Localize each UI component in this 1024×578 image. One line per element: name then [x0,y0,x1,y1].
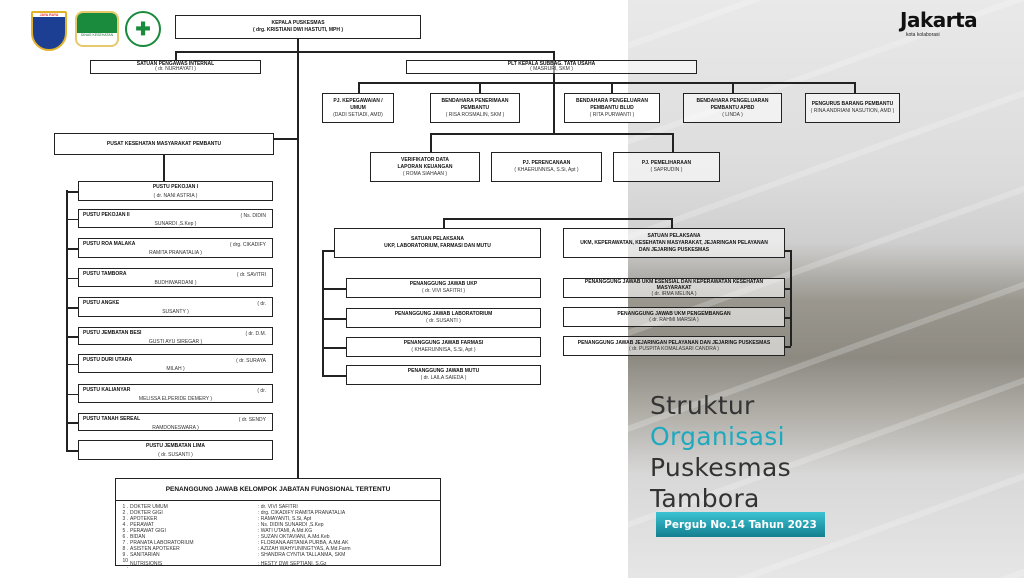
plt-tata-usaha-box: PLT KEPALA SUBBAG. TATA USAHA( MASRURI, … [406,60,697,74]
regulation-badge: Pergub No.14 Tahun 2023 [656,512,825,537]
tu-unit-box: PENGURUS BARANG PEMBANTU( RINA ANDRIANI … [805,93,900,123]
dki-jakarta-logo: JAYA RAYA [31,11,67,51]
table-row: 7 .PRANATA LABORATORIUM: FLORIANA ARTANI… [122,540,349,546]
dinas-kesehatan-logo: DINAS KESEHATAN [75,11,119,47]
kepala-puskesmas-box: KEPALA PUSKESMAS( drg. KRISTIANI DWI HAS… [175,15,421,39]
pj-ukp-box: PENANGGUNG JAWAB FARMASI( KHAERUNNISA, S… [346,337,541,357]
table-row: 4 .PERAWAT: Ns. DIDIN SUNARDI ,S.Kep [122,522,324,528]
tu-unit-box: PJ. KEPEGAWAIAN / UMUM(DADI SETIADI, AMD… [322,93,394,123]
heading-line4: Tambora [650,484,760,513]
heading-line1: Struktur [650,391,755,420]
table-row: 3 .APOTEKER: RAMAYANTI, S.Si, Apt [122,516,312,522]
pustu-box: PUSTU JEMBATAN BESI( dr. D.M.GUSTI AYU S… [78,327,273,345]
puskesmas-pembantu-box: PUSAT KESEHATAN MASYARAKAT PEMBANTU [54,133,274,155]
table-row: 10 .NUTRISIONIS: HESTY DWI SEPTIANI, S.G… [122,558,327,570]
pustu-box: PUSTU PEKOJAN I( dr. NANI ASTRIA ) [78,181,273,201]
pj-ukm-box: PENANGGUNG JAWAB UKM PENGEMBANGAN( dr. R… [563,307,785,327]
table-row: 2 .DOKTER GIGI: drg. CIKADIFY RAMITA PRA… [122,510,346,516]
puskesmas-logo: ✚ [125,11,161,47]
pustu-box: PUSTU KALIANYAR( dr.MELISSA ELPERIDE DEM… [78,384,273,403]
table-row: 1 .DOKTER UMUM: dr. VIVI SAFITRI [122,504,298,510]
table-row: 5 .PERAWAT GIGI: WATI UTAMI, A.Md.KG [122,528,313,534]
table-row: 9 .SANITARIAN: SHANDRA CYNTIA TALLANMA, … [122,552,346,558]
pj-ukp-box: PENANGGUNG JAWAB MUTU( dr. LAILA SAIEDA … [346,365,541,385]
tu-unit-box: BENDAHARA PENGELUARAN PEMBANTU APBD( LIN… [683,93,782,123]
pj-ukm-box: PENANGGUNG JAWAB UKM ESENSIAL DAN KEPERA… [563,278,785,298]
pj-ukm-box: PENANGGUNG JAWAB JEJARINGAN PELAYANAN DA… [563,336,785,356]
tu-unit-box: BENDAHARA PENGELUARAN PEMBANTU BLUD( RIT… [564,93,660,123]
tu-unit-box: PJ. PEMELIHARAAN( SAPRUDIN ) [613,152,720,182]
table-row: 6 .BIDAN: SUZAN OKTAVIANI, A.Md.Keb [122,534,330,540]
heading-line3: Puskesmas [650,453,791,482]
pustu-box: PUSTU ANGKE( dr.SUSANTY ) [78,297,273,317]
tu-unit-box: VERIFIKATOR DATA LAPORAN KEUANGAN( ROMA … [370,152,480,182]
pj-ukp-box: PENANGGUNG JAWAB UKP( dr. VIVI SAFITRI ) [346,278,541,298]
tu-unit-box: PJ. PERENCANAAN( KHAERUNNISA, S.Si, Apt … [491,152,602,182]
badge-label: Pergub No.14 Tahun 2023 [664,518,817,531]
table-row: 8 .ASISTEN APOTEKER: AZIZAH WAHYUNINGTYA… [122,546,351,552]
pustu-box: PUSTU JEMBATAN LIMA( dr. SUSANTI ) [78,440,273,460]
jabatan-fungsional-box: PENANGGUNG JAWAB KELOMPOK JABATAN FUNGSI… [115,478,441,570]
heading-line2: Organisasi [650,422,785,451]
spi-box: SATUAN PENGAWAS INTERNAL( dr. NURHAYATI … [90,60,261,74]
tu-unit-box: BENDAHARA PENERIMAAN PEMBANTU( RISA ROSM… [430,93,520,123]
pj-ukp-box: PENANGGUNG JAWAB LABORATORIUM( dr. SUSAN… [346,308,541,328]
jabatan-fungsional-title: PENANGGUNG JAWAB KELOMPOK JABATAN FUNGSI… [116,479,440,501]
jakarta-brand-logo: Jakarta kota kolaborasi [900,8,978,38]
